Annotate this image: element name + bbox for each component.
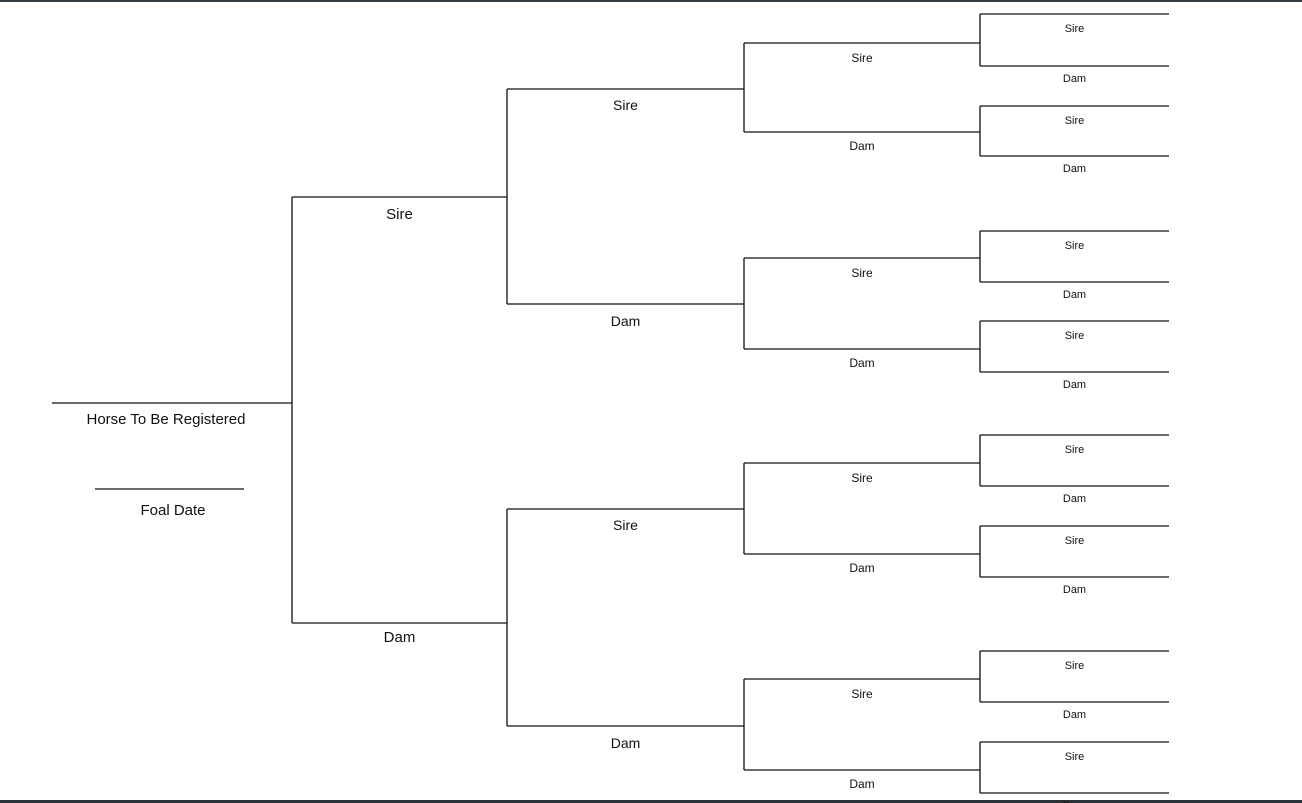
- gen4-2-sire-label: Sire: [1065, 115, 1085, 127]
- window-top-edge: [0, 0, 1302, 2]
- gen3-2-dam-label: Dam: [849, 356, 874, 370]
- gen4-2-dam-label: Dam: [1063, 163, 1086, 175]
- gen2-1-dam-label: Dam: [611, 313, 641, 329]
- gen4-8-sire-label: Sire: [1065, 751, 1085, 763]
- gen2-2-sire-label: Sire: [613, 517, 638, 533]
- window-bottom-edge: [0, 800, 1302, 803]
- pedigree-lines: [52, 13, 1169, 794]
- gen4-3-dam-label: Dam: [1063, 289, 1086, 301]
- gen4-4-sire-label: Sire: [1065, 330, 1085, 342]
- horse-to-be-registered-label: Horse To Be Registered: [87, 411, 246, 428]
- gen4-6-dam-label: Dam: [1063, 584, 1086, 596]
- gen3-2-sire-label: Sire: [851, 266, 873, 280]
- gen4-7-sire-label: Sire: [1065, 660, 1085, 672]
- gen3-1-sire-label: Sire: [851, 51, 873, 65]
- gen2-2-dam-label: Dam: [611, 735, 641, 751]
- gen4-6-sire-label: Sire: [1065, 535, 1085, 547]
- gen3-4-dam-label: Dam: [849, 777, 874, 791]
- gen1-1-dam-label: Dam: [384, 629, 416, 646]
- foal-date-label: Foal Date: [140, 502, 205, 519]
- gen3-1-dam-label: Dam: [849, 139, 874, 153]
- gen4-3-sire-label: Sire: [1065, 240, 1085, 252]
- gen1-1-sire-label: Sire: [386, 206, 413, 223]
- gen4-5-sire-label: Sire: [1065, 444, 1085, 456]
- gen4-1-dam-label: Dam: [1063, 73, 1086, 85]
- gen4-1-sire-label: Sire: [1065, 23, 1085, 35]
- gen4-4-dam-label: Dam: [1063, 379, 1086, 391]
- gen3-4-sire-label: Sire: [851, 687, 873, 701]
- gen3-3-dam-label: Dam: [849, 561, 874, 575]
- gen4-5-dam-label: Dam: [1063, 493, 1086, 505]
- gen2-1-sire-label: Sire: [613, 97, 638, 113]
- gen3-3-sire-label: Sire: [851, 471, 873, 485]
- gen4-7-dam-label: Dam: [1063, 709, 1086, 721]
- pedigree-labels: Horse To Be Registered Foal Date SireDam…: [87, 23, 1087, 803]
- gen4-8-dam-label: Dam: [1063, 800, 1086, 803]
